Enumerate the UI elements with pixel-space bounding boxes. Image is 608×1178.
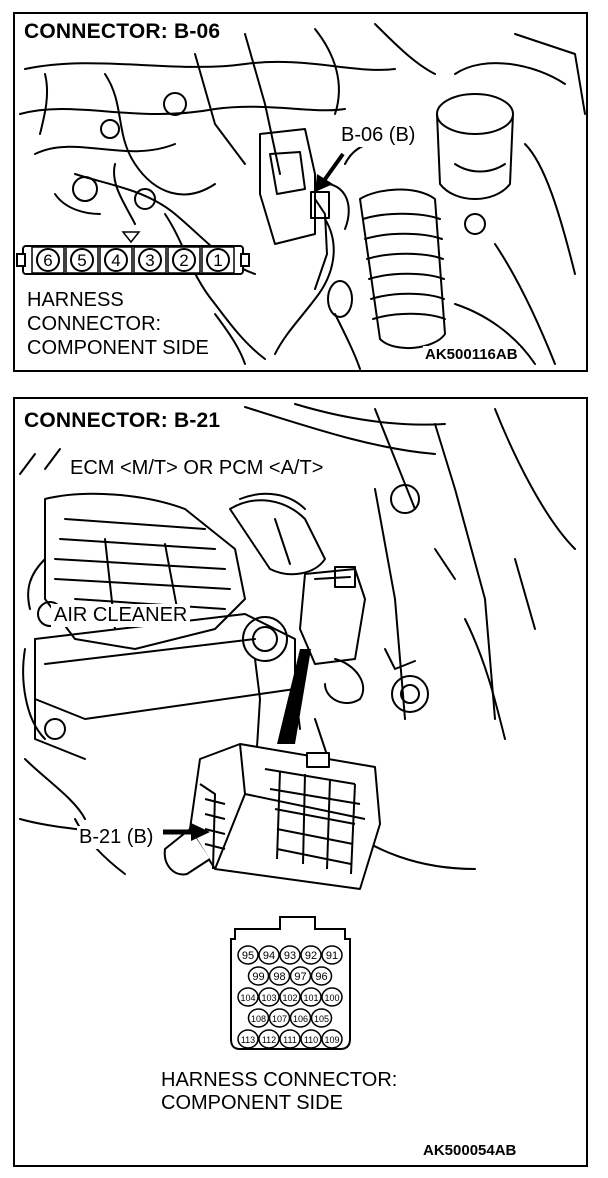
b06-pin-cell: [133, 246, 167, 274]
figure-code-b06: AK500116AB: [423, 346, 520, 363]
b21-pin-number: 98: [273, 971, 285, 983]
b21-pin-number: 93: [284, 950, 296, 962]
connector-title-b21: CONNECTOR: B-21: [21, 409, 224, 433]
b06-pin-circle: [70, 248, 94, 272]
harness-label-line1: HARNESS: [27, 289, 124, 312]
b06-pin-circle: [206, 248, 230, 272]
b21-pin-number: 101: [303, 993, 318, 1003]
b21-pin-circle: [279, 987, 301, 1007]
b21-pin-circle: [258, 987, 280, 1007]
b06-pin-circle: [172, 248, 196, 272]
b21-pin-number: 102: [282, 993, 297, 1003]
b21-pin-number: 107: [272, 1014, 287, 1024]
b21-pin-number: 112: [262, 1035, 276, 1045]
pin-marker-icon: [121, 231, 141, 244]
b21-pin-circle: [268, 966, 291, 986]
connector-b21-panel: 95 94 93 92 91 99 98 97 96 104 103 102 101 100 108 107 1…: [13, 397, 588, 1167]
connector-title-b06: CONNECTOR: B-06: [21, 20, 224, 44]
b21-pin-number: 106: [293, 1014, 308, 1024]
b21-pin-number: 105: [314, 1014, 329, 1024]
b21-pin-number: 108: [251, 1014, 266, 1024]
air-cleaner-label: AIR CLEANER: [51, 604, 191, 627]
b21-callout-arrow: [163, 823, 210, 841]
b21-pin-circle: [300, 987, 322, 1007]
b21-pin-circle: [237, 945, 259, 965]
b06-pin-number: 3: [145, 251, 154, 270]
b21-pin-number: 103: [261, 993, 276, 1003]
b06-pin-number: 4: [111, 251, 120, 270]
b21-pin-number: 96: [315, 971, 327, 983]
b06-pin-circle: [138, 248, 162, 272]
ecm-unit-illustration: [163, 743, 381, 890]
engine-bay-illustration-b21: 95 94 93 92 91 99 98 97 96 104 103 102 101 100 108 107 1…: [19, 403, 576, 1050]
b06-callout-label: B-06 (B): [338, 124, 419, 147]
b21-callout-label: B-21 (B): [77, 826, 156, 849]
b21-pin-circle: [321, 1029, 343, 1049]
b21-pin-circle: [258, 1029, 280, 1049]
b06-pin-number: 1: [213, 251, 222, 270]
b21-pin-circle: [279, 1029, 301, 1049]
b06-pin-cell: [31, 246, 65, 274]
figure-code-b21: AK500054AB: [421, 1142, 519, 1159]
b21-pin-number: 100: [324, 993, 339, 1003]
b21-pin-circle: [310, 1008, 333, 1028]
b06-pin-cell: [201, 246, 235, 274]
b21-pin-number: 95: [242, 950, 254, 962]
b06-pin-circle: [36, 248, 60, 272]
b21-pin-circle: [247, 966, 270, 986]
b06-pin-cell: [99, 246, 133, 274]
b06-pin-number: 2: [179, 251, 188, 270]
engine-bay-illustration-b06: 6 5 4 3 2 1: [16, 23, 586, 370]
b06-pin-circle: [104, 248, 128, 272]
b21-pin-circle: [321, 945, 343, 965]
b21-pin-circle: [300, 945, 322, 965]
b21-pin-number: 113: [241, 1035, 255, 1045]
harness-label-b21-line2: COMPONENT SIDE: [161, 1092, 343, 1115]
b21-harness-connector: 95 94 93 92 91 99 98 97 96 104 103 102 101 100 108 107 1…: [230, 916, 351, 1050]
b06-pin-number: 5: [77, 251, 86, 270]
b21-pin-circle: [279, 945, 301, 965]
b06-pin-number: 6: [43, 251, 52, 270]
b06-callout-arrow: [315, 152, 345, 192]
b21-pin-number: 94: [263, 950, 275, 962]
b21-pin-circle: [310, 966, 333, 986]
b06-harness-connector: 6 5 4 3 2 1: [16, 245, 250, 275]
b21-pin-number: 92: [305, 950, 317, 962]
harness-label-line3: COMPONENT SIDE: [27, 337, 209, 360]
b21-pin-number: 111: [283, 1035, 297, 1045]
b21-pin-circle: [289, 966, 312, 986]
b21-pin-number: 99: [252, 971, 264, 983]
harness-label-b21-line1: HARNESS CONNECTOR:: [161, 1069, 398, 1092]
b21-pin-number: 109: [324, 1035, 339, 1045]
b21-pin-circle: [237, 987, 259, 1007]
b21-pin-circle: [321, 987, 343, 1007]
b21-pin-number: 91: [326, 950, 338, 962]
ecm-pointer-wedge: [277, 649, 311, 744]
b21-pin-number: 104: [240, 993, 255, 1003]
harness-label-line2: CONNECTOR:: [27, 313, 162, 336]
b06-pin-cell: [65, 246, 99, 274]
b21-pin-circle: [300, 1029, 322, 1049]
b21-pin-circle: [289, 1008, 312, 1028]
b06-pin-cell: [167, 246, 201, 274]
b21-pin-circle: [247, 1008, 270, 1028]
b21-pin-number: 97: [294, 971, 306, 983]
b21-pin-number: 110: [304, 1035, 318, 1045]
b21-pin-circle: [268, 1008, 291, 1028]
b21-pin-circle: [258, 945, 280, 965]
b21-pin-circle: [237, 1029, 259, 1049]
ecm-pcm-label: ECM <M/T> OR PCM <A/T>: [67, 457, 327, 480]
